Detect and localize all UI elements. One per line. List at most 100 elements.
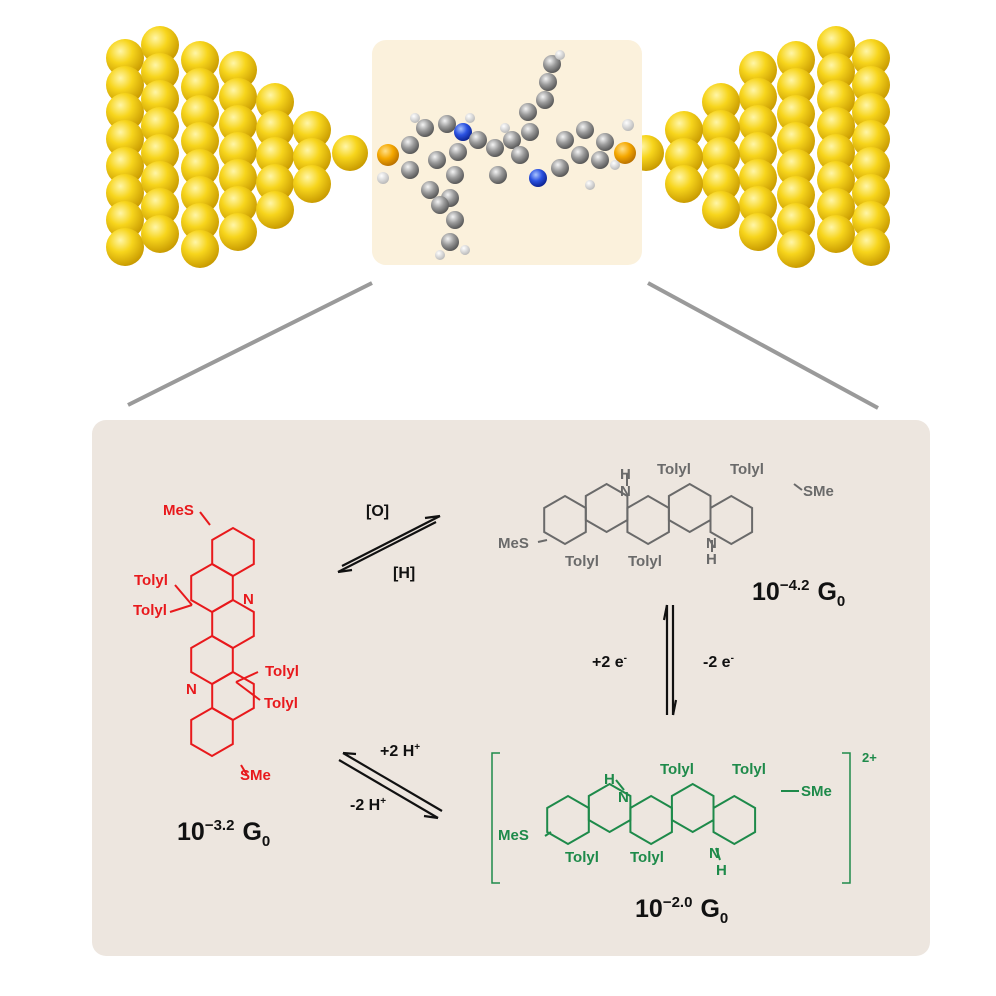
- gold-atom: [777, 203, 815, 241]
- carbon-atom: [511, 146, 529, 164]
- gold-atom: [181, 68, 219, 106]
- label-sme-right: SMe: [801, 783, 832, 800]
- gold-atom: [739, 132, 777, 170]
- label-nitrogen-plus: N: [618, 789, 629, 806]
- gold-atom: [106, 174, 144, 212]
- gold-atom: [181, 149, 219, 187]
- gold-atom: [256, 83, 294, 121]
- carbon-atom: [449, 143, 467, 161]
- ring: [709, 494, 754, 546]
- gold-atom: [817, 53, 855, 91]
- gold-atom: [777, 68, 815, 106]
- nitrogen-atom: [454, 123, 472, 141]
- carbon-atom: [469, 131, 487, 149]
- gold-atom: [219, 105, 257, 143]
- gold-atom: [817, 161, 855, 199]
- gold-atom: [181, 122, 219, 160]
- gold-atom: [141, 188, 179, 226]
- label-deprotonation: -2 H+: [350, 796, 386, 814]
- carbon-atom: [539, 73, 557, 91]
- gold-atom: [141, 107, 179, 145]
- label-sme-left: MeS: [498, 535, 529, 552]
- label-tolyl: Tolyl: [657, 461, 691, 478]
- label-nitrogen: N: [243, 591, 254, 608]
- gold-atom: [852, 228, 890, 266]
- label-sme-left: MeS: [498, 827, 529, 844]
- label-hydrogen: H: [716, 862, 727, 879]
- gold-atom: [141, 161, 179, 199]
- carbon-atom: [489, 166, 507, 184]
- gold-atom: [106, 201, 144, 239]
- gold-atom: [739, 78, 777, 116]
- label-hydrogen: H: [706, 551, 717, 568]
- carbon-atom: [521, 123, 539, 141]
- gold-tip-atom: [332, 135, 368, 171]
- carbon-atom: [421, 181, 439, 199]
- gold-atom: [106, 66, 144, 104]
- gold-atom: [293, 138, 331, 176]
- carbon-atom: [556, 131, 574, 149]
- gold-atom: [141, 215, 179, 253]
- label-hydrogen: H: [620, 466, 631, 483]
- gold-atom: [106, 120, 144, 158]
- carbon-atom: [438, 115, 456, 133]
- hydrogen-atom: [585, 180, 595, 190]
- carbon-atom: [428, 151, 446, 169]
- gold-atom: [777, 230, 815, 268]
- hydrogen-atom: [435, 250, 445, 260]
- carbon-atom: [519, 103, 537, 121]
- gold-atom: [256, 191, 294, 229]
- gold-atom: [702, 83, 740, 121]
- carbon-atom: [571, 146, 589, 164]
- carbon-atom: [551, 159, 569, 177]
- carbon-atom: [401, 161, 419, 179]
- gold-atom: [739, 159, 777, 197]
- ring: [626, 494, 670, 546]
- dication-molecule-structure: H N Tolyl Tolyl SMe MeS Tolyl Tolyl N H …: [491, 750, 877, 884]
- gold-atom: [852, 120, 890, 158]
- carbon-atom: [576, 121, 594, 139]
- nitrogen-atom: [529, 169, 547, 187]
- hydrogen-atom: [410, 113, 420, 123]
- gold-atom: [777, 122, 815, 160]
- gold-atom: [817, 134, 855, 172]
- carbon-atom: [543, 55, 561, 73]
- label-protonation: +2 H+: [380, 742, 420, 760]
- label-oxidation: [O]: [366, 503, 389, 520]
- gold-atom: [106, 93, 144, 131]
- gold-atom: [665, 111, 703, 149]
- label-sme-right: SMe: [803, 483, 834, 500]
- hydrogen-atom: [377, 172, 389, 184]
- gold-atom: [665, 138, 703, 176]
- gold-atom: [141, 53, 179, 91]
- electron-equilibrium-arrows: [662, 604, 678, 716]
- label-tolyl: Tolyl: [628, 553, 662, 570]
- gold-atom: [293, 165, 331, 203]
- gold-atom: [219, 51, 257, 89]
- gold-atom: [141, 134, 179, 172]
- label-tolyl: Tolyl: [565, 553, 599, 570]
- hydrogen-atom: [500, 123, 510, 133]
- gold-atom: [106, 228, 144, 266]
- gold-atom: [219, 213, 257, 251]
- label-nitrogen: N: [186, 681, 197, 698]
- gold-atom: [817, 215, 855, 253]
- gold-atom: [817, 188, 855, 226]
- sulfur-atom: [377, 144, 399, 166]
- gold-atom: [256, 110, 294, 148]
- label-sme-top: MeS: [163, 502, 194, 519]
- left-gold-electrode: [106, 26, 368, 268]
- gold-atom: [181, 41, 219, 79]
- gold-atom: [852, 174, 890, 212]
- carbon-atom: [503, 131, 521, 149]
- label-tolyl: Tolyl: [264, 695, 298, 712]
- gold-atom: [256, 164, 294, 202]
- carbon-atom: [416, 119, 434, 137]
- label-tolyl: Tolyl: [133, 602, 167, 619]
- gold-atom: [219, 186, 257, 224]
- gold-atom: [702, 137, 740, 175]
- gold-atom: [739, 213, 777, 251]
- label-tolyl: Tolyl: [134, 572, 168, 589]
